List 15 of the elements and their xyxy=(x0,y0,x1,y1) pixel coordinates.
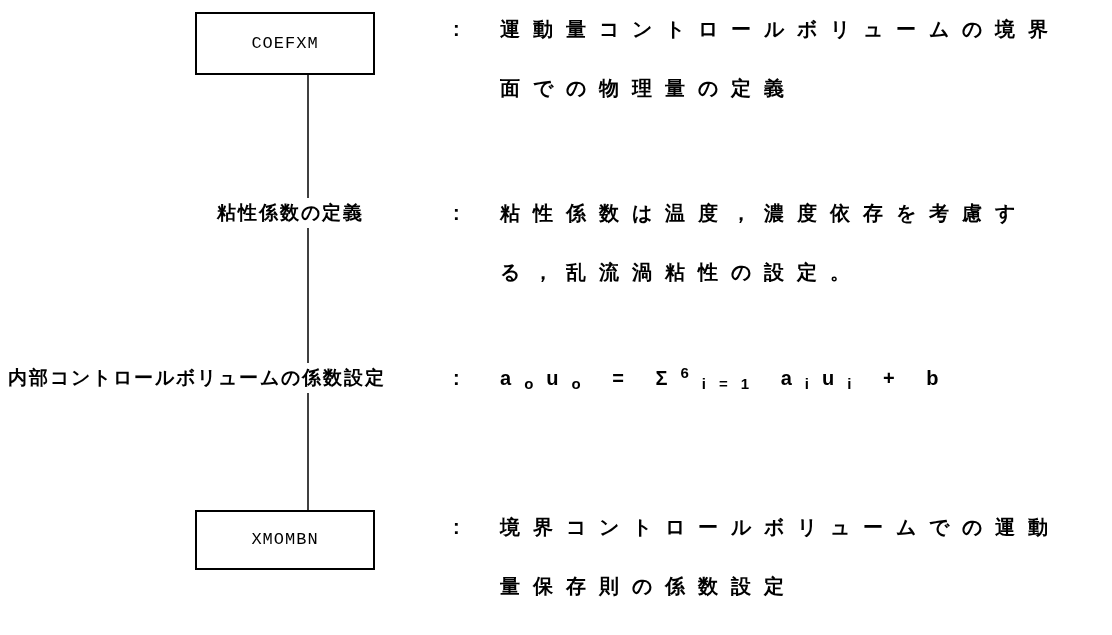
colon: : xyxy=(452,366,461,391)
module-box: COEFXM xyxy=(195,12,375,75)
connector-line xyxy=(307,227,309,364)
description-text: 運動量コントロールボリュームの境界面での物理量の定義 xyxy=(500,17,1062,101)
step-label: 粘性係数の定義 xyxy=(200,198,380,228)
module-box: XMOMBN xyxy=(195,510,375,570)
description-text: 粘性係数は温度，濃度依存を考慮する，乱流渦粘性の設定。 xyxy=(500,201,1029,285)
step-label: 内部コントロールボリュームの係数設定 xyxy=(2,363,392,393)
description-text: 境界コントロールボリュームでの運動量保存則の係数設定 xyxy=(500,515,1062,599)
colon: : xyxy=(452,201,461,226)
colon: : xyxy=(452,515,461,540)
connector-line xyxy=(307,392,309,511)
colon: : xyxy=(452,17,461,42)
description-text: a$_{o}$u$_{o}$ = Σ$^{6}$$_{i=1}$ a$_{i}$u$_{i}$ + b xyxy=(500,362,953,394)
connector-line xyxy=(307,74,309,199)
